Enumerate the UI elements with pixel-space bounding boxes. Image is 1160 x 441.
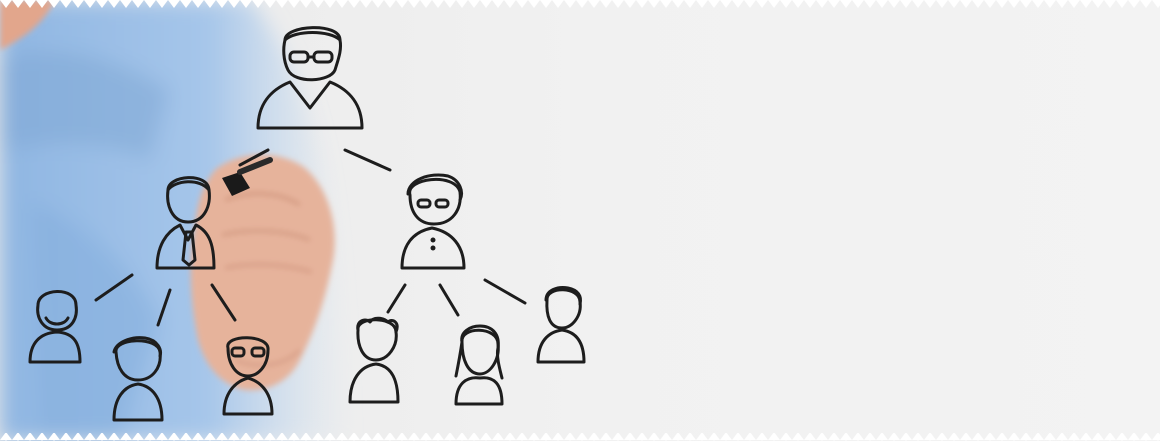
top-zigzag-border <box>0 0 1160 8</box>
boss-glasses-icon <box>256 26 364 130</box>
bottom-zigzag-border <box>0 433 1160 441</box>
manager-tie-icon <box>155 176 216 270</box>
employee-short-hair-icon <box>536 286 586 364</box>
manager-woman-glasses-icon <box>400 173 466 270</box>
org-connectors <box>94 148 527 327</box>
employee-long-hair-woman-icon <box>454 324 504 406</box>
neck-skin <box>0 0 55 50</box>
employee-glasses-icon <box>222 336 274 416</box>
marker <box>222 157 273 196</box>
employee-bearded-icon <box>28 290 82 364</box>
hand <box>190 154 335 391</box>
employee-woman-icon <box>112 336 164 422</box>
employee-curly-hair-icon <box>348 316 400 404</box>
